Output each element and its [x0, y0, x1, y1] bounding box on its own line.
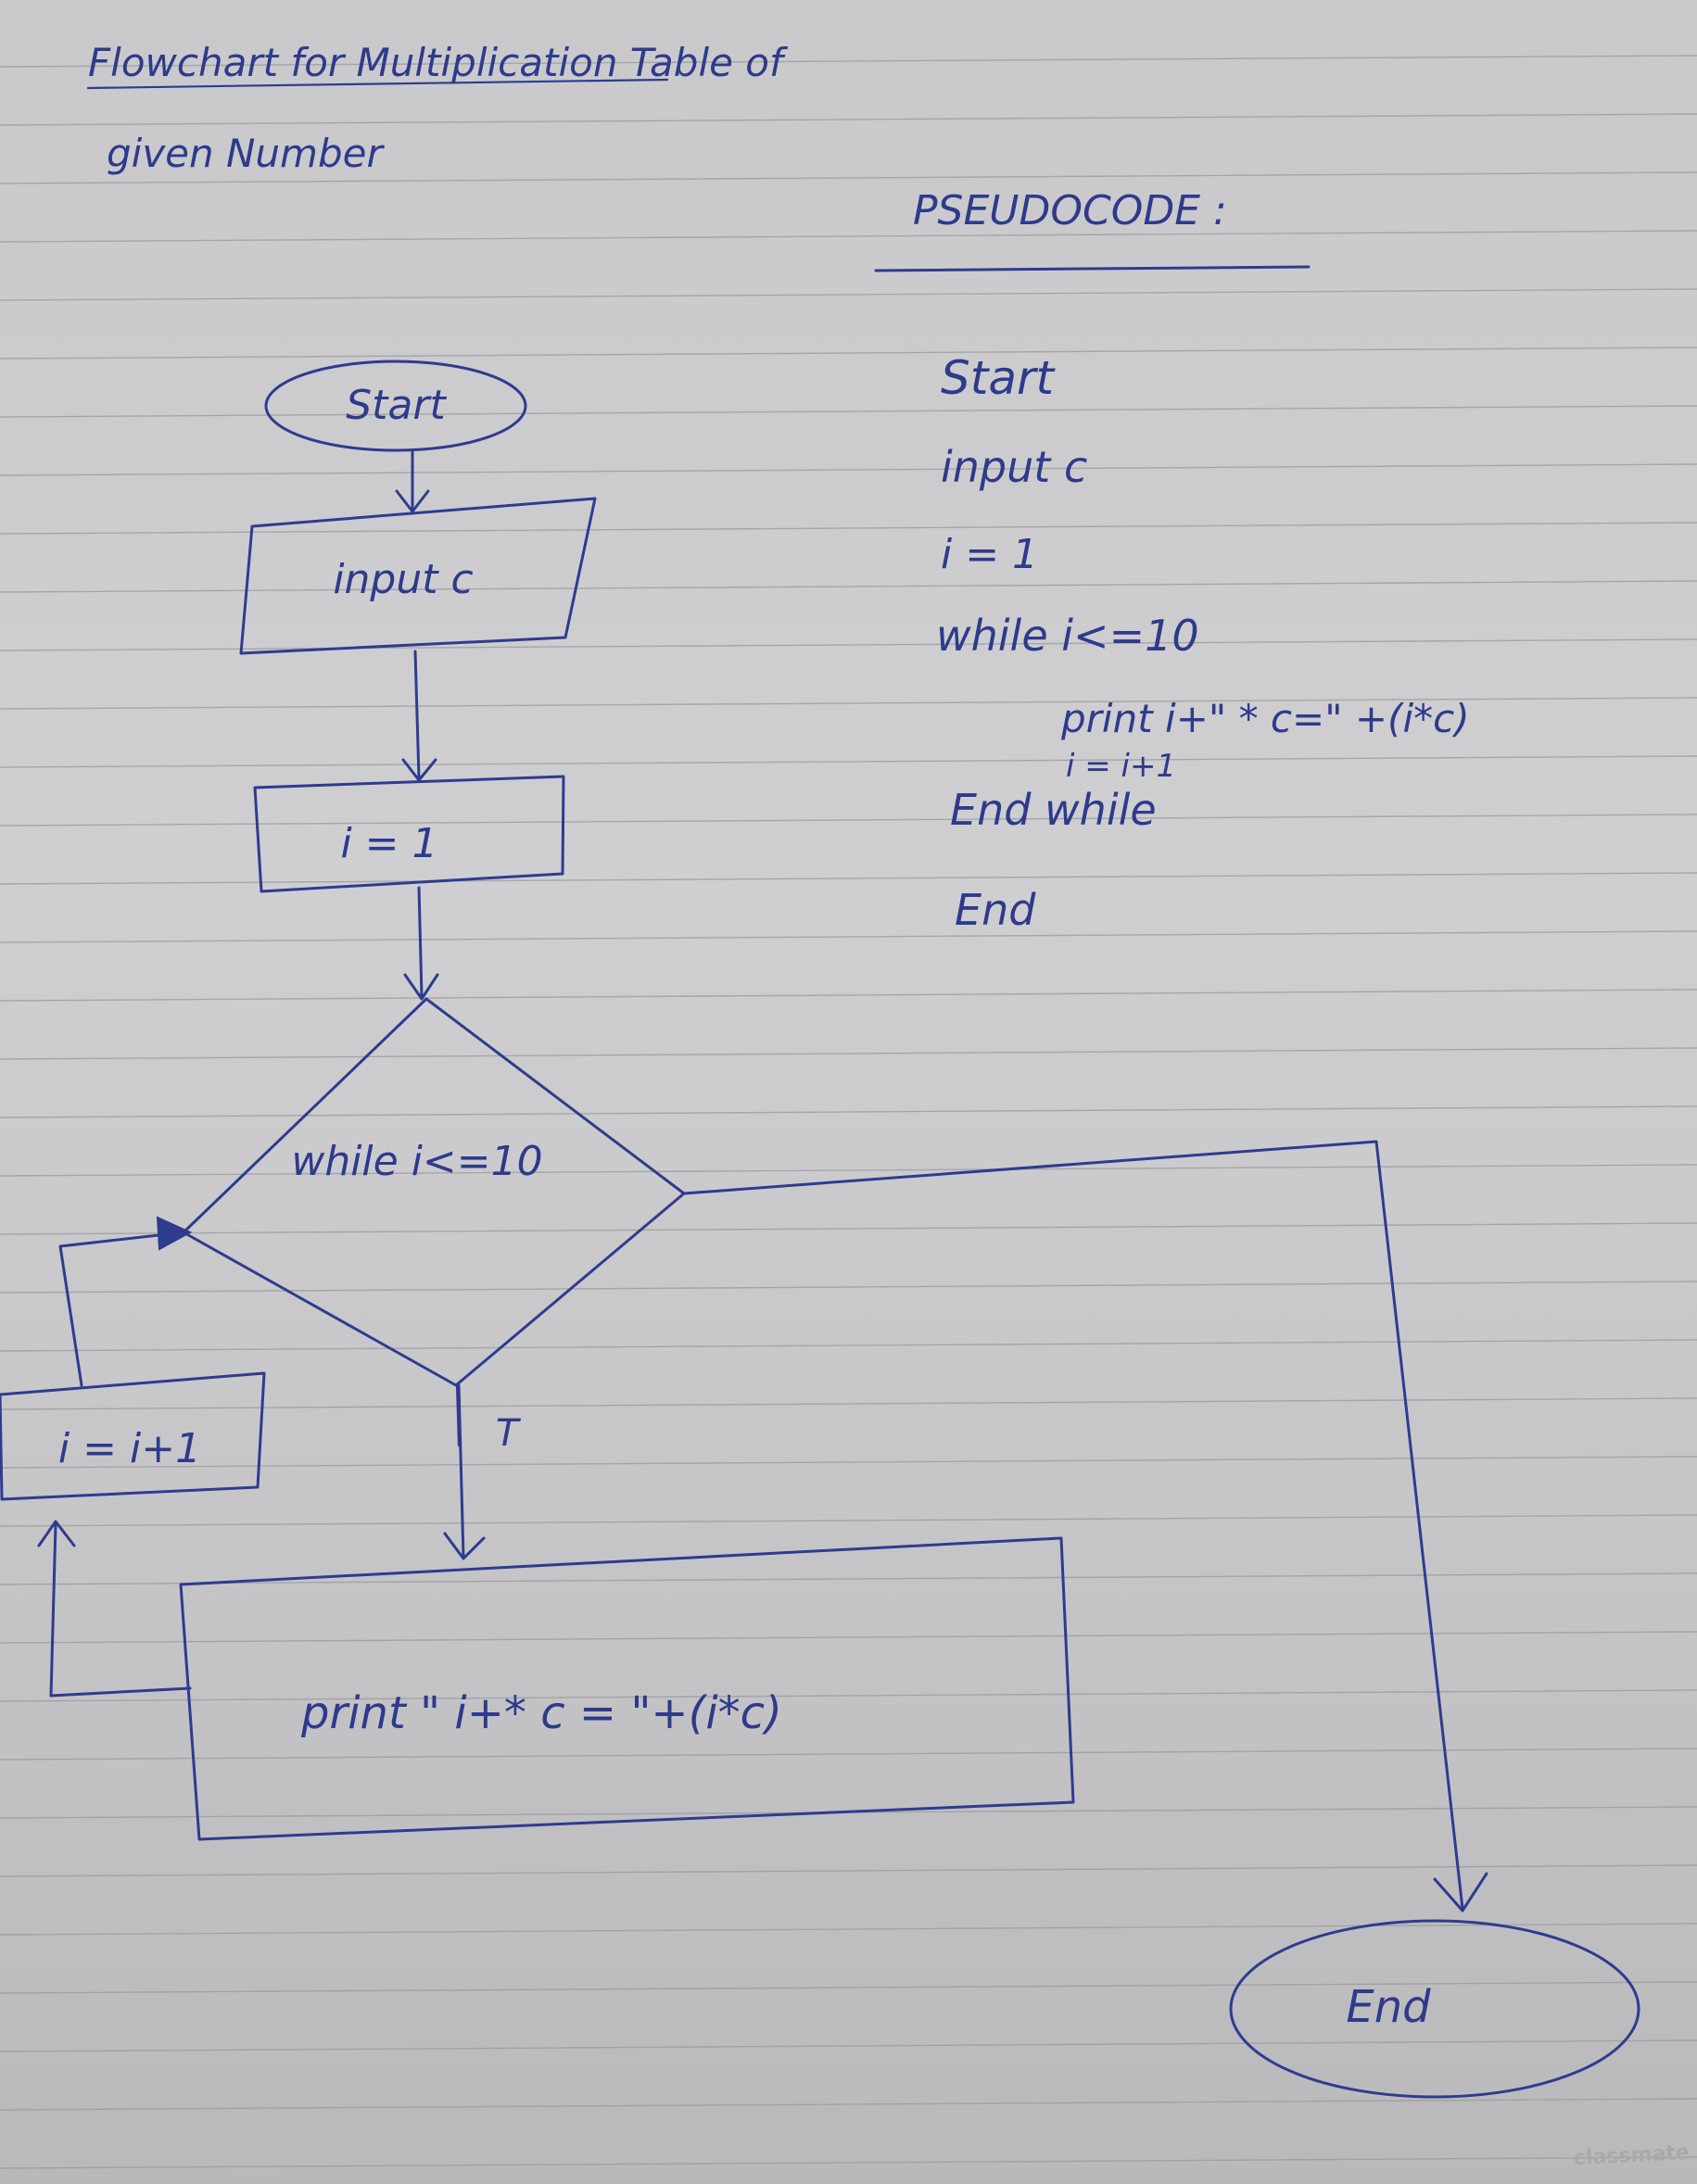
print-label: print " i+* c = "+(i*c) [300, 1687, 782, 1739]
ruled-line [0, 872, 1697, 885]
print-box [179, 1536, 1075, 1841]
pseudocode-heading: PSEUDOCODE : [913, 187, 1227, 234]
decision-label: while i<=10 [291, 1138, 542, 1185]
end-label: End [1346, 1981, 1431, 2033]
arrowhead-input [395, 489, 430, 513]
arrow-init-to-decision [417, 886, 424, 998]
pseudocode-heading-underline [874, 265, 1311, 272]
loop-to-decision-line [58, 1231, 185, 1387]
ruled-line [0, 697, 1697, 710]
ruled-line [0, 113, 1697, 126]
title-line-2: given Number [107, 131, 385, 176]
increment-box [0, 1371, 266, 1501]
ruled-line [0, 989, 1697, 1002]
ruled-line [0, 1339, 1697, 1352]
ruled-line [0, 2039, 1697, 2052]
ruled-line [0, 405, 1697, 418]
arrowhead-increment [37, 1520, 76, 1547]
end-terminal [1229, 1919, 1640, 2099]
true-label: T [496, 1412, 522, 1455]
ruled-line [0, 1514, 1697, 1527]
decision-diamond [182, 997, 686, 1387]
ruled-line [0, 2098, 1697, 2111]
arrowhead-init [401, 758, 437, 782]
ruled-line [0, 463, 1697, 476]
pseudocode-line-1: Start [941, 351, 1057, 405]
false-path [682, 1140, 1464, 1911]
start-label: Start [346, 382, 447, 429]
arrowhead-decision-loop [156, 1216, 193, 1251]
ruled-line [0, 1105, 1697, 1118]
ruled-line [0, 1572, 1697, 1585]
ruled-line [0, 1981, 1697, 1994]
pseudocode-line-4: while i<=10 [936, 611, 1199, 661]
ruled-line [0, 1164, 1697, 1177]
ruled-line [0, 638, 1697, 651]
loop-back-line [49, 1522, 192, 1698]
ruled-line [0, 1631, 1697, 1644]
init-label: i = 1 [340, 820, 437, 867]
ruled-line [0, 1397, 1697, 1410]
true-branch-marker [455, 1383, 461, 1447]
arrowhead-end [1433, 1872, 1488, 1913]
ruled-line [0, 230, 1697, 243]
start-terminal [264, 360, 527, 452]
pseudocode-line-7: End while [950, 785, 1157, 835]
ruled-line [0, 1047, 1697, 1060]
arrowhead-decision [403, 973, 439, 1001]
pseudocode-line-8: End [955, 885, 1036, 935]
input-label: input c [333, 556, 473, 603]
ruled-line [0, 755, 1697, 768]
ruled-line [0, 1281, 1697, 1294]
input-box [239, 497, 597, 655]
ruled-line [0, 171, 1697, 184]
ruled-line [0, 814, 1697, 827]
ruled-line [0, 288, 1697, 301]
ruled-line [0, 1456, 1697, 1469]
ruled-line [0, 1748, 1697, 1761]
pseudocode-line-5: print i+" * c=" +(i*c) [1060, 696, 1470, 741]
init-box [253, 775, 565, 893]
ruled-line [0, 1864, 1697, 1877]
ruled-line [0, 930, 1697, 943]
pseudocode-line-6: i = i+1 [1066, 748, 1176, 785]
pseudocode-line-3: i = 1 [941, 531, 1038, 578]
ruled-line [0, 580, 1697, 593]
ruled-line [0, 1923, 1697, 1936]
pseudocode-line-2: input c [941, 442, 1087, 492]
true-path [457, 1383, 465, 1559]
title-underline [86, 78, 669, 90]
ruled-line [0, 522, 1697, 535]
ruled-line [0, 55, 1697, 68]
ruled-line [0, 2156, 1697, 2169]
title-line-1: Flowchart for Multiplication Table of [88, 40, 789, 85]
ruled-line [0, 1222, 1697, 1235]
arrowhead-print [443, 1532, 486, 1560]
ruled-line [0, 1689, 1697, 1702]
ruled-line [0, 347, 1697, 360]
arrow-input-to-init [413, 650, 421, 780]
increment-label: i = i+1 [58, 1425, 201, 1472]
